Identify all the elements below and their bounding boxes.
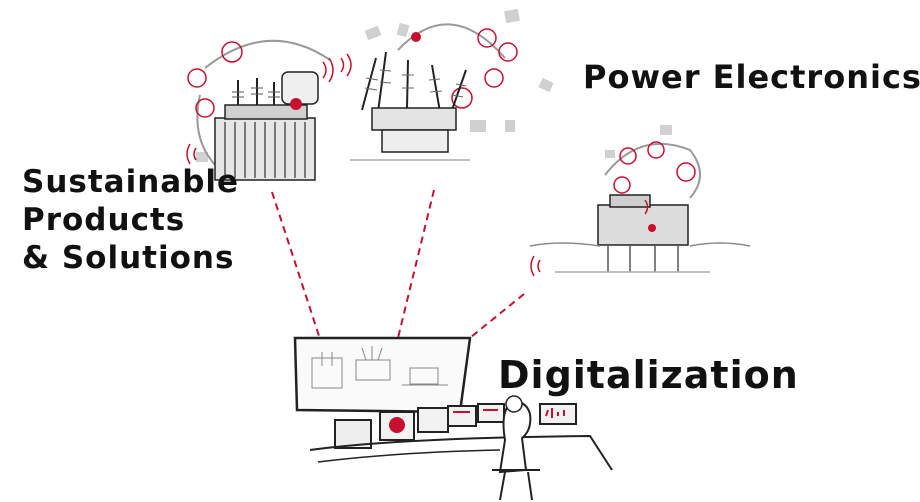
control-room-operator-illustration bbox=[293, 336, 613, 501]
sketch-smudges bbox=[196, 8, 672, 162]
sustainable-products-label: Sustainable Products & Solutions bbox=[22, 163, 239, 277]
sustainable-label-line-3: & Solutions bbox=[22, 240, 235, 276]
digitalization-label: Digitalization bbox=[498, 353, 799, 397]
power-electronics-label: Power Electronics bbox=[583, 58, 920, 96]
sustainable-label-line-1: Sustainable bbox=[22, 164, 240, 200]
connector-lines bbox=[271, 189, 525, 351]
offshore-platform-illustration bbox=[529, 141, 751, 277]
transformer-illustration bbox=[186, 39, 334, 181]
sustainable-label-line-2: Products bbox=[22, 202, 186, 238]
substation-bushings-illustration bbox=[340, 23, 518, 161]
